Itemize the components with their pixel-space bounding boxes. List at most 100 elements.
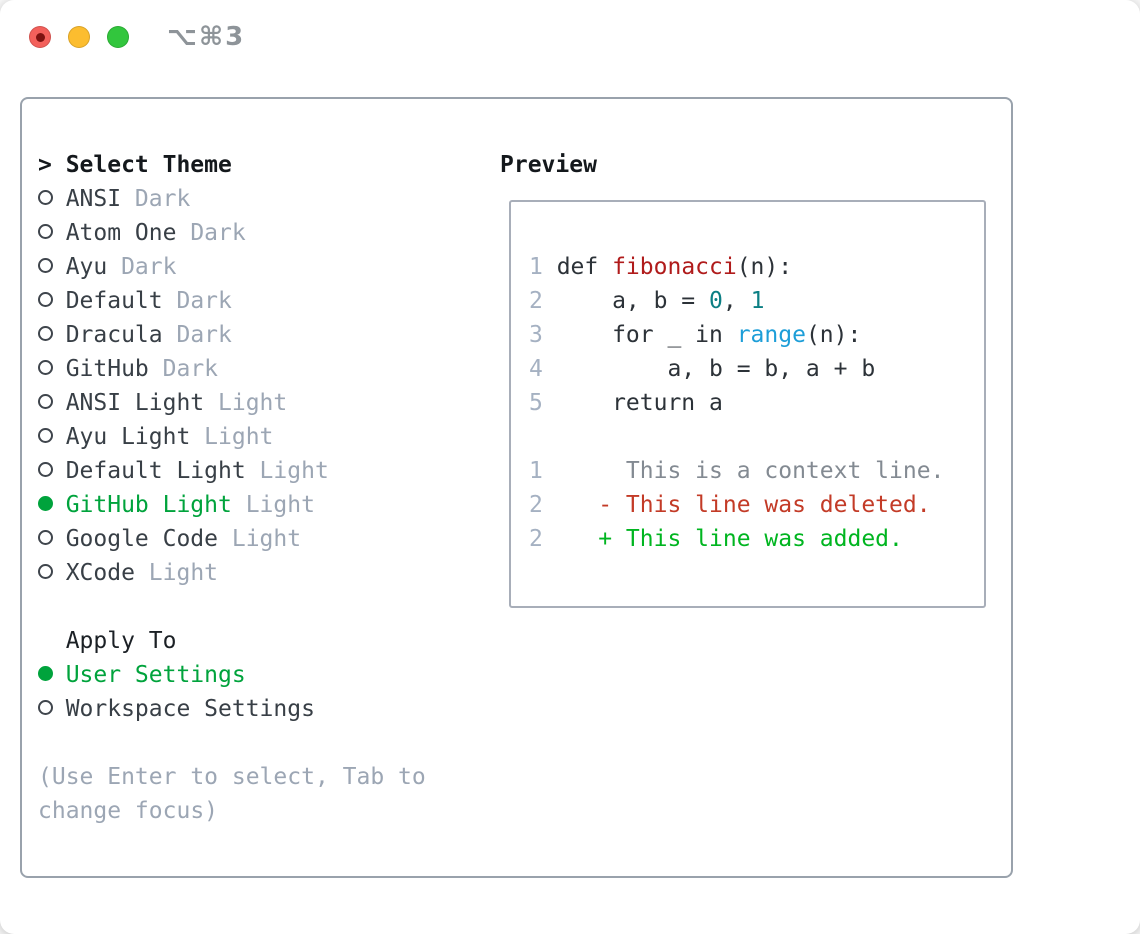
apply-option-workspace-settings[interactable]: Workspace Settings [38,692,488,726]
preview-title: Preview [500,152,597,178]
token-func: fibonacci [612,254,737,280]
code-line: 5 return a [529,386,974,420]
variant-tag: Light [190,424,274,450]
line-number: 2 [529,288,543,314]
radio-circle [38,394,53,409]
radio-circle [38,700,53,715]
radio-circle [38,326,53,341]
code-line: 2 a, b = 0, 1 [529,284,974,318]
radio-unselected-icon [38,284,66,318]
close-button[interactable] [29,26,51,48]
titlebar: ⌥⌘3 [0,0,1140,96]
help-text: (Use Enter to select, Tab to change focu… [38,760,488,828]
select-theme-title: Select Theme [65,152,232,178]
option-label: Atom One [65,220,177,246]
option-label: User Settings [65,662,246,688]
token-code: return a [556,390,723,416]
radio-unselected-icon [38,556,66,590]
token-context: This is a context line. [556,458,945,484]
code-line: 1 This is a context line. [529,454,974,488]
option-label: Workspace Settings [65,696,315,722]
token-code: for _ in [556,322,737,348]
theme-option-ansi[interactable]: ANSI Dark [38,182,488,216]
radio-unselected-icon [38,352,66,386]
apply-to-header: Apply To [38,624,488,658]
radio-unselected-icon [38,692,66,726]
traffic-lights [29,26,129,48]
window-title: ⌥⌘3 [167,22,246,52]
variant-tag: Dark [148,356,219,382]
theme-option-ayu[interactable]: Ayu Dark [38,250,488,284]
apply-option-user-settings[interactable]: User Settings [38,658,488,692]
theme-option-ayu-light[interactable]: Ayu Light Light [38,420,488,454]
radio-unselected-icon [38,318,66,352]
variant-tag: Dark [107,254,177,280]
radio-circle [38,666,53,681]
theme-option-dracula[interactable]: Dracula Dark [38,318,488,352]
line-number: 3 [529,322,543,348]
radio-unselected-icon [38,386,66,420]
variant-tag: Light [218,526,302,552]
token-code: a, b = b, a + b [556,356,876,382]
option-label: GitHub Light [65,492,232,518]
variant-tag: Light [231,492,315,518]
option-label: GitHub [65,356,149,382]
theme-option-default[interactable]: Default Dark [38,284,488,318]
option-label: Google Code [65,526,219,552]
radio-circle [38,496,53,511]
token-code: , [722,288,751,314]
radio-circle [38,292,53,307]
option-label: Dracula [65,322,163,348]
select-theme-header: >Select Theme [38,148,488,182]
minimize-button[interactable] [68,26,90,48]
option-label: Ayu [65,254,108,280]
theme-option-github-light[interactable]: GitHub Light Light [38,488,488,522]
preview-header: Preview [500,148,986,182]
theme-option-github[interactable]: GitHub Dark [38,352,488,386]
token-code: def [556,254,613,280]
radio-unselected-icon [38,216,66,250]
line-number: 4 [529,356,543,382]
variant-tag: Light [245,458,329,484]
token-code: a, b = [556,288,710,314]
close-dot-icon [35,32,45,42]
option-label: Default [65,288,163,314]
theme-option-xcode[interactable]: XCode Light [38,556,488,590]
variant-tag: Dark [176,220,246,246]
line-number: 2 [529,492,543,518]
theme-option-default-light[interactable]: Default Light Light [38,454,488,488]
theme-option-atom-one[interactable]: Atom One Dark [38,216,488,250]
code-line: 2 + This line was added. [529,522,974,556]
line-number: 1 [529,458,543,484]
option-label: ANSI [65,186,122,212]
theme-option-ansi-light[interactable]: ANSI Light Light [38,386,488,420]
theme-option-google-code[interactable]: Google Code Light [38,522,488,556]
variant-tag: Light [134,560,219,586]
spacer [38,726,488,760]
radio-circle [38,564,53,579]
variant-tag: Light [204,390,288,416]
apply-to-title: Apply To [65,628,177,654]
code-line: 3 for _ in range(n): [529,318,974,352]
radio-unselected-icon [38,454,66,488]
radio-circle [38,428,53,443]
radio-unselected-icon [38,250,66,284]
radio-selected-icon [38,658,66,692]
radio-circle [38,224,53,239]
help-line: (Use Enter to select, Tab to [38,764,426,790]
radio-circle [38,258,53,273]
option-label: ANSI Light [65,390,205,416]
option-label: Default Light [65,458,246,484]
option-label: Ayu Light [65,424,191,450]
zoom-button[interactable] [107,26,129,48]
radio-circle [38,462,53,477]
line-number: 1 [529,254,543,280]
token-deleted: - This line was deleted. [556,492,931,518]
